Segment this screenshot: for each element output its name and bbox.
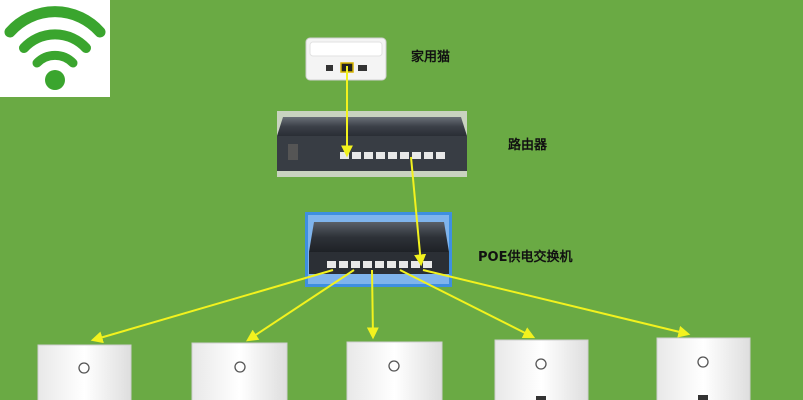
arrow-switch-ap1 — [90, 269, 334, 344]
wall-ap-panel — [191, 342, 288, 400]
wifi-icon — [0, 0, 110, 97]
poe-switch-device — [305, 212, 452, 287]
arrow-switch-ap2 — [245, 269, 355, 342]
arrow-switch-ap5 — [422, 269, 691, 338]
arrow-router-switch — [410, 156, 427, 267]
connection-arrows — [90, 66, 691, 344]
wall-ap-panel — [494, 339, 589, 400]
wall-ap-panel — [37, 344, 132, 400]
arrow-switch-ap3 — [366, 269, 379, 340]
modem-device — [305, 37, 387, 81]
router-device — [277, 111, 467, 177]
wall-ap-panel — [656, 337, 751, 400]
arrow-switch-ap4 — [399, 269, 536, 339]
poe-switch-label: POE供电交换机 — [478, 250, 573, 265]
wall-ap-panel — [346, 341, 443, 400]
modem-label: 家用猫 — [411, 50, 451, 65]
router-label: 路由器 — [508, 138, 548, 153]
